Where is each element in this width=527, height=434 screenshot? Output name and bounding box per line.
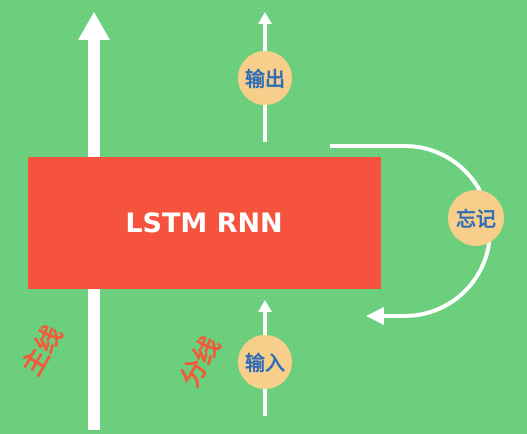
output-badge: 输出 [238,51,292,105]
lstm-block-label: LSTM RNN [125,208,282,239]
input-label: 输入 [245,351,285,375]
forget-badge: 忘记 [448,190,504,246]
input-badge: 输入 [238,335,292,389]
forget-label: 忘记 [456,207,496,231]
lstm-block: LSTM RNN [28,157,381,289]
output-label: 输出 [245,67,285,91]
